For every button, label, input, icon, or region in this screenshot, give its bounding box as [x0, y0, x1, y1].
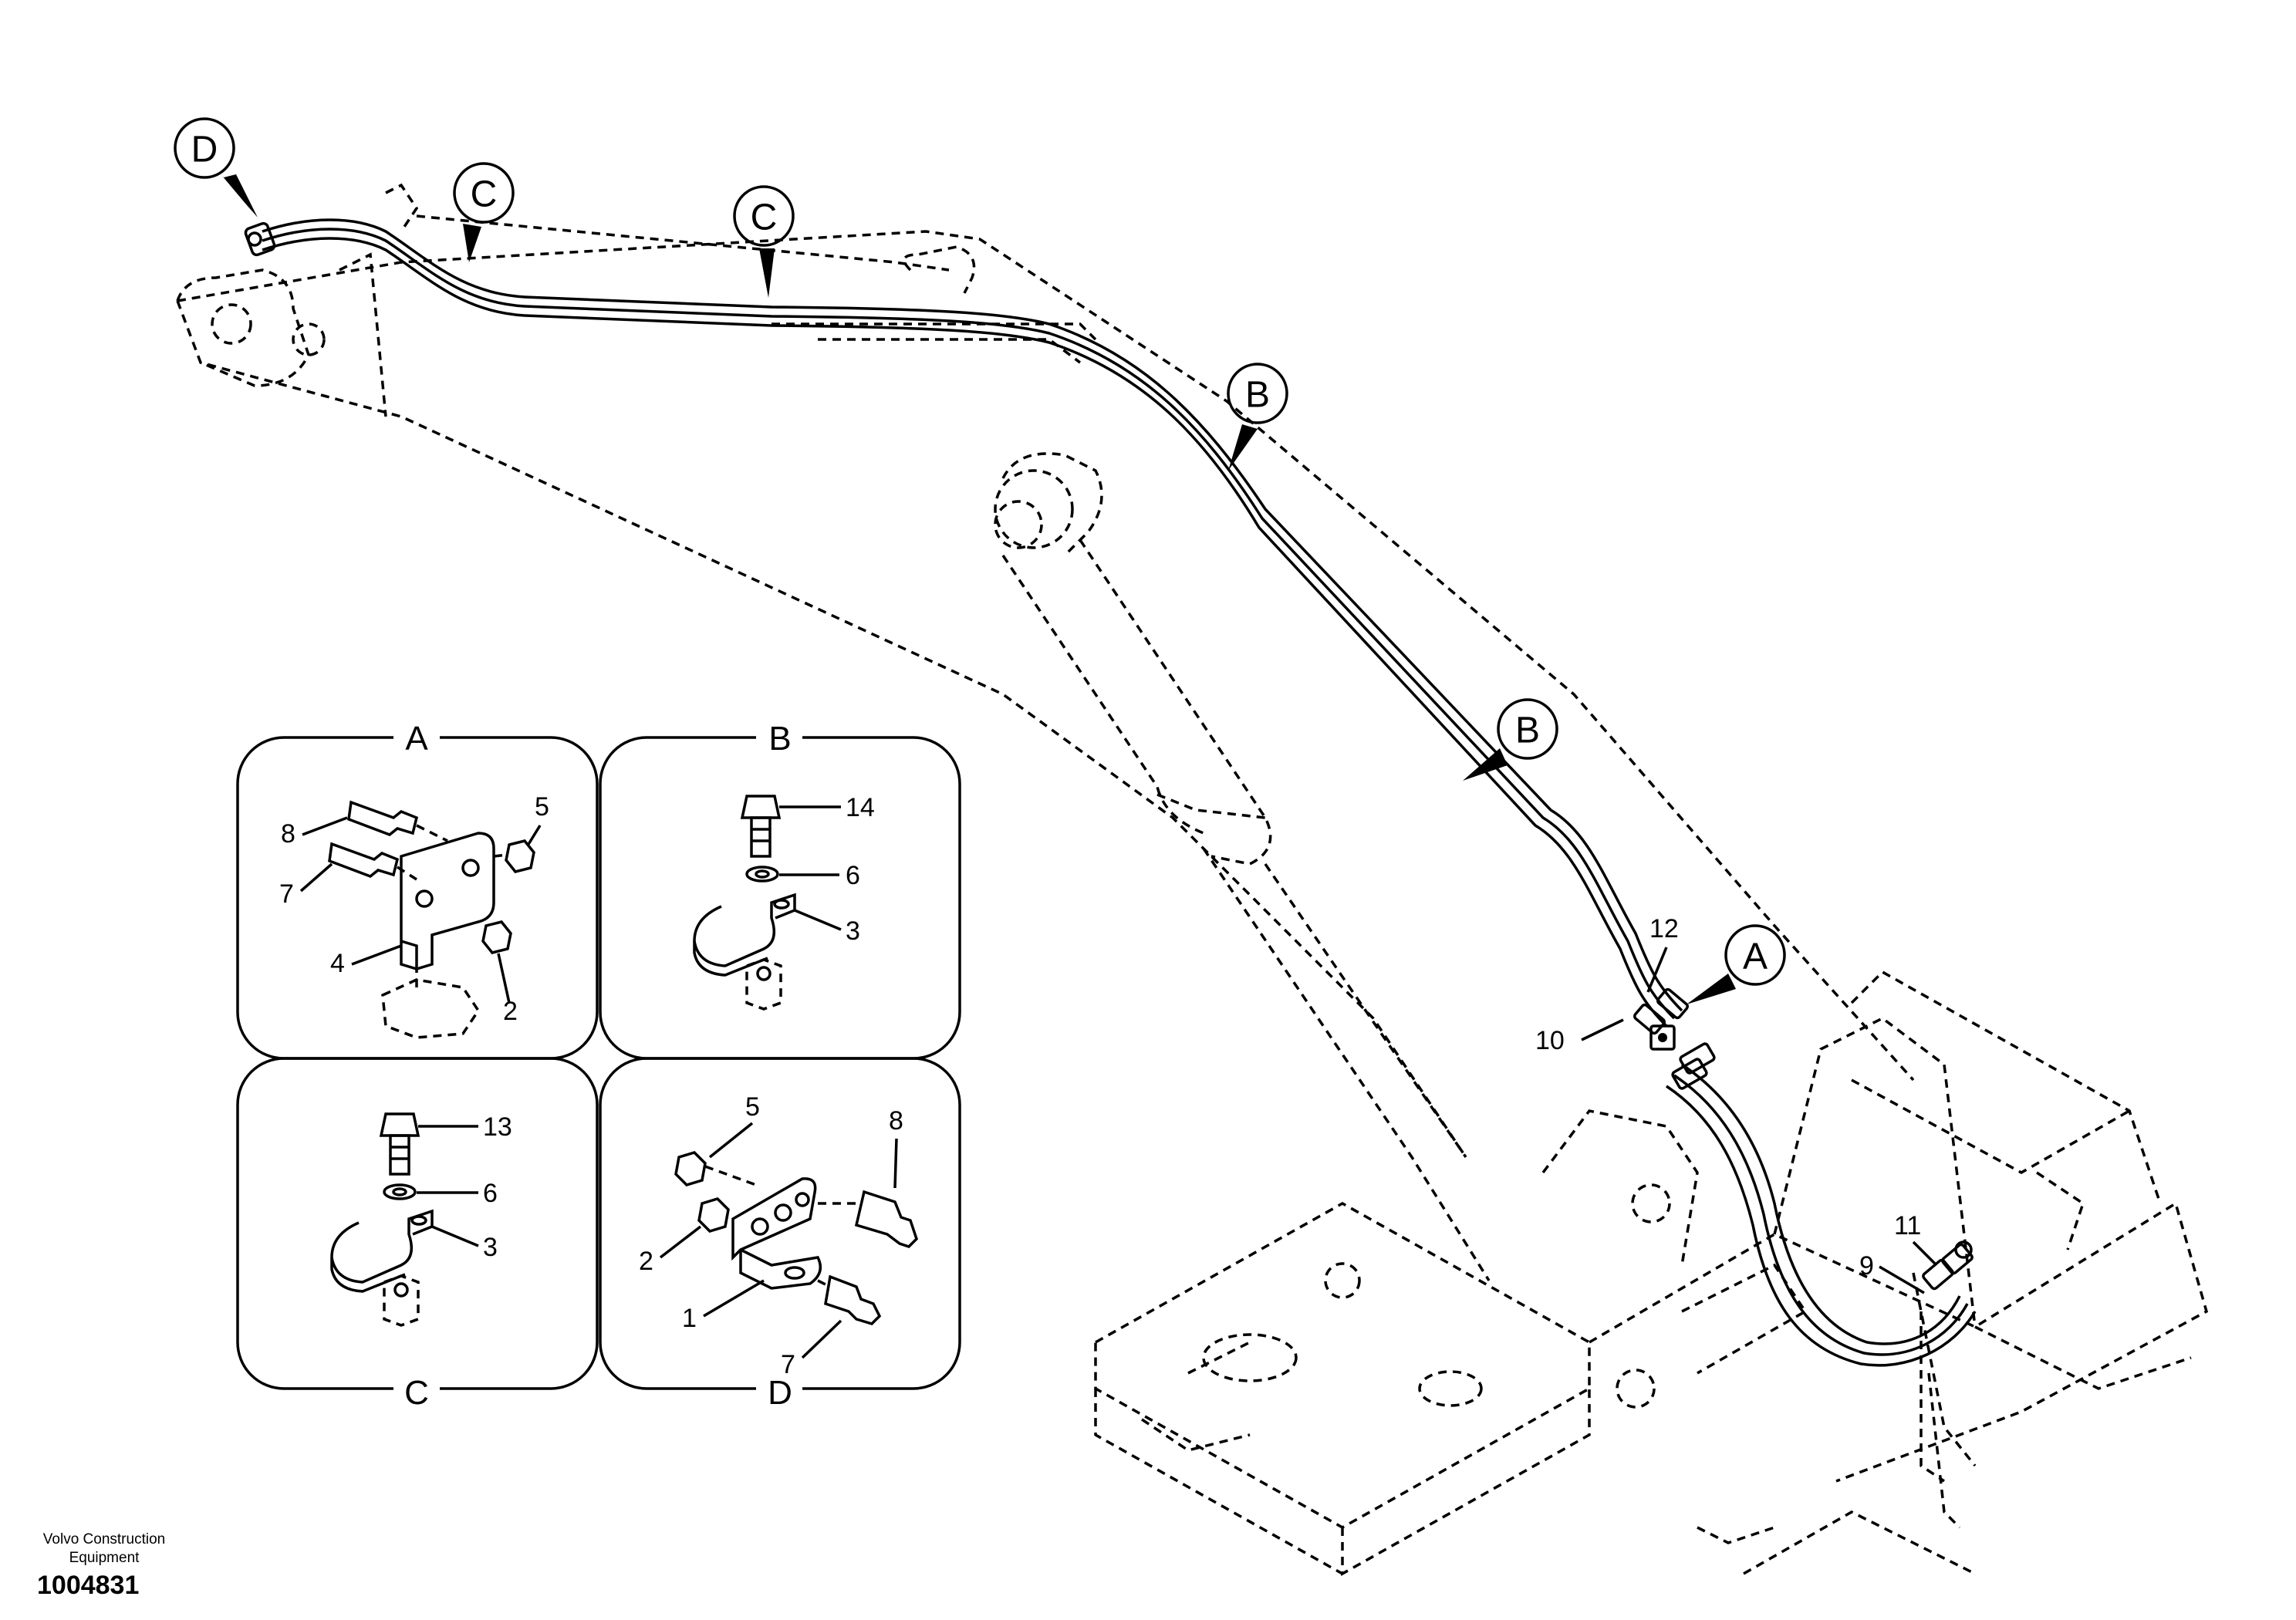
- detail-d-title: D: [768, 1374, 792, 1412]
- svg-text:B: B: [1245, 375, 1270, 416]
- detail-d-label-5: 5: [745, 1092, 760, 1122]
- svg-text:D: D: [191, 130, 218, 170]
- label-10: 10: [1535, 1026, 1565, 1055]
- detail-d-label-2: 2: [639, 1247, 653, 1276]
- detail-a-label-7: 7: [279, 879, 294, 909]
- callout-b-lower: B: [1463, 698, 1558, 781]
- detail-c: C 13 6 3: [236, 1057, 599, 1412]
- detail-a: A 8 7 5 4 2: [236, 717, 599, 1060]
- callout-b-upper: B: [1227, 363, 1288, 471]
- detail-d-label-8: 8: [889, 1106, 903, 1136]
- detail-c-label-13: 13: [483, 1112, 512, 1142]
- callout-d: D: [174, 117, 258, 218]
- detail-d: D 5 8 2 1 7: [599, 1057, 961, 1412]
- callout-c-mid: C: [733, 185, 795, 298]
- callout-d-pointer: [222, 176, 255, 214]
- label-12: 12: [1649, 914, 1679, 943]
- footer-company: Volvo Construction Equipment: [15, 1531, 193, 1568]
- detail-b-title: B: [768, 720, 791, 758]
- callout-a: A: [1687, 924, 1786, 1004]
- detail-a-label-2: 2: [503, 997, 518, 1026]
- boom-outline: [176, 183, 1915, 1158]
- svg-text:B: B: [1515, 710, 1540, 751]
- main-part-labels: 12 10 11 9: [1535, 914, 1938, 1294]
- detail-d-label-7: 7: [781, 1350, 795, 1379]
- detail-a-title: A: [405, 720, 428, 758]
- callout-c-left: C: [453, 162, 515, 262]
- detail-c-label-3: 3: [483, 1233, 498, 1262]
- detail-b: B 14 6 3: [599, 717, 961, 1060]
- frame-outline: [1094, 970, 2209, 1576]
- detail-b-label-6: 6: [846, 861, 860, 890]
- svg-text:A: A: [1743, 937, 1768, 977]
- detail-c-label-6: 6: [483, 1179, 498, 1208]
- svg-text:C: C: [471, 174, 498, 215]
- hose-fittings: [244, 221, 1974, 1483]
- detail-d-label-1: 1: [682, 1304, 697, 1333]
- detail-c-title: C: [404, 1374, 429, 1412]
- label-11: 11: [1894, 1211, 1921, 1240]
- company-line1: Volvo Construction: [42, 1531, 166, 1547]
- detail-b-label-3: 3: [846, 916, 860, 946]
- label-9: 9: [1859, 1251, 1874, 1281]
- detail-a-label-5: 5: [535, 792, 549, 822]
- svg-text:C: C: [751, 197, 778, 238]
- detail-a-label-4: 4: [330, 949, 345, 978]
- detail-a-label-8: 8: [281, 819, 295, 849]
- company-line2: Equipment: [69, 1550, 140, 1566]
- hose-bundle: [262, 218, 1977, 1367]
- detail-b-label-14: 14: [846, 793, 875, 822]
- cylinder-outline: [994, 452, 1491, 1281]
- part-number: 1004831: [37, 1571, 140, 1600]
